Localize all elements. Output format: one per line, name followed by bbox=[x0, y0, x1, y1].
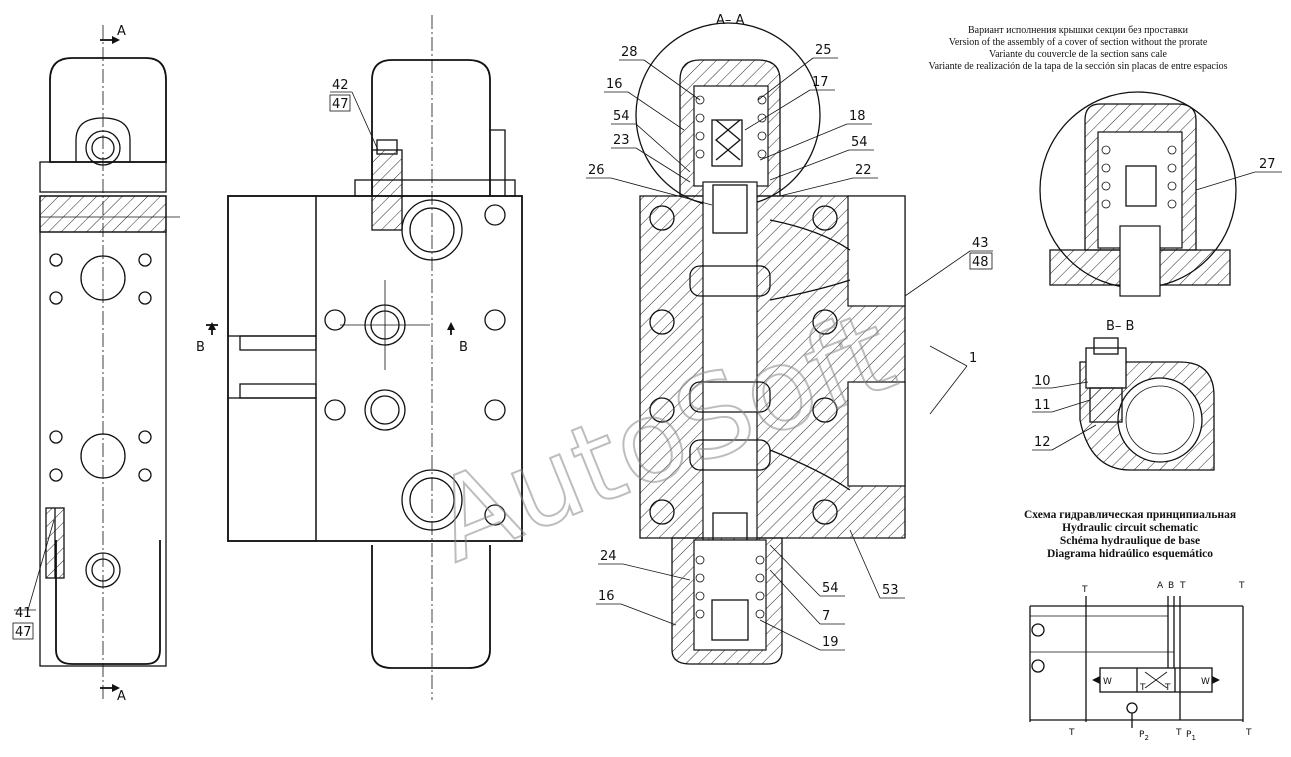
port-t5: T bbox=[1175, 728, 1182, 738]
front-view: 42 47 B B bbox=[196, 15, 523, 700]
schematic-note-fr: Schéma hydraulique de base bbox=[1060, 535, 1200, 547]
port-b: B bbox=[1168, 581, 1174, 591]
callout-11: 11 bbox=[1034, 398, 1051, 413]
callout-16b: 16 bbox=[598, 589, 615, 604]
callout-10: 10 bbox=[1034, 374, 1051, 389]
callout-23: 23 bbox=[613, 133, 630, 148]
variant-note-en: Version of the assembly of a cover of se… bbox=[949, 37, 1208, 48]
port-t2: T bbox=[1179, 581, 1186, 591]
callout-12: 12 bbox=[1034, 435, 1051, 450]
port-t-left: T bbox=[1139, 683, 1146, 693]
callout-22: 22 bbox=[855, 163, 872, 178]
schematic-note-ru: Схема гидравлическая принципиальная bbox=[1024, 509, 1236, 521]
port-t6: T bbox=[1245, 728, 1252, 738]
variant-note-fr: Variante du couvercle de la section sans… bbox=[989, 49, 1168, 60]
callout-41: 41 bbox=[15, 606, 32, 621]
section-bb: B– B 10 11 12 bbox=[1032, 319, 1215, 471]
detail-variant: 27 bbox=[1039, 91, 1282, 297]
callout-54a: 54 bbox=[613, 109, 630, 124]
callout-19: 19 bbox=[822, 635, 839, 650]
side-view: A A 41 47 bbox=[12, 24, 180, 704]
section-mark-a-bottom: A bbox=[117, 689, 126, 704]
callout-47a: 47 bbox=[332, 97, 349, 112]
callout-24: 24 bbox=[600, 549, 617, 564]
callouts-aa: 28 25 16 17 54 18 23 54 26 22 43 48 1 bbox=[586, 43, 993, 651]
callout-18: 18 bbox=[849, 109, 866, 124]
spring-bottom bbox=[695, 555, 765, 619]
side-bolts bbox=[49, 253, 152, 482]
schematic-note-en: Hydraulic circuit schematic bbox=[1062, 522, 1198, 534]
section-aa: A– A bbox=[586, 13, 993, 665]
callout-16a: 16 bbox=[606, 77, 623, 92]
port-w-right: W bbox=[1201, 677, 1210, 687]
port-p1: P1 bbox=[1186, 730, 1196, 742]
callout-1: 1 bbox=[969, 351, 977, 366]
callout-42: 42 bbox=[332, 78, 349, 93]
section-mark-b-right: B bbox=[459, 340, 468, 355]
callout-28: 28 bbox=[621, 45, 638, 60]
callout-54b: 54 bbox=[851, 135, 868, 150]
spring-top bbox=[695, 95, 767, 159]
port-a: A bbox=[1157, 581, 1164, 591]
callout-48: 48 bbox=[972, 255, 989, 270]
section-holes bbox=[649, 205, 838, 525]
port-t-right: T bbox=[1164, 683, 1171, 693]
variant-note: Вариант исполнения крышки секции без про… bbox=[928, 25, 1227, 72]
schematic-note-es: Diagrama hidraúlico esquemático bbox=[1047, 548, 1213, 560]
callout-53: 53 bbox=[882, 583, 899, 598]
callout-47b: 47 bbox=[15, 625, 32, 640]
callout-43: 43 bbox=[972, 236, 989, 251]
callout-17: 17 bbox=[812, 75, 829, 90]
port-p2: P2 bbox=[1139, 730, 1149, 742]
section-aa-title: A– A bbox=[716, 13, 745, 28]
port-t3: T bbox=[1238, 581, 1245, 591]
callout-26: 26 bbox=[588, 163, 605, 178]
port-t1: T bbox=[1081, 585, 1088, 595]
variant-note-es: Variante de realización de la tapa de la… bbox=[928, 61, 1227, 72]
callout-27: 27 bbox=[1259, 157, 1276, 172]
hydraulic-schematic: Схема гидравлическая принципиальная Hydr… bbox=[1024, 509, 1252, 742]
section-mark-b-left: B bbox=[196, 340, 205, 355]
section-mark-a-top: A bbox=[117, 24, 126, 39]
port-t4: T bbox=[1068, 728, 1075, 738]
callout-7: 7 bbox=[822, 609, 830, 624]
callout-54c: 54 bbox=[822, 581, 839, 596]
port-w-left: W bbox=[1103, 677, 1112, 687]
callout-25: 25 bbox=[815, 43, 832, 58]
section-bb-title: B– B bbox=[1106, 319, 1134, 334]
variant-note-ru: Вариант исполнения крышки секции без про… bbox=[968, 25, 1189, 36]
